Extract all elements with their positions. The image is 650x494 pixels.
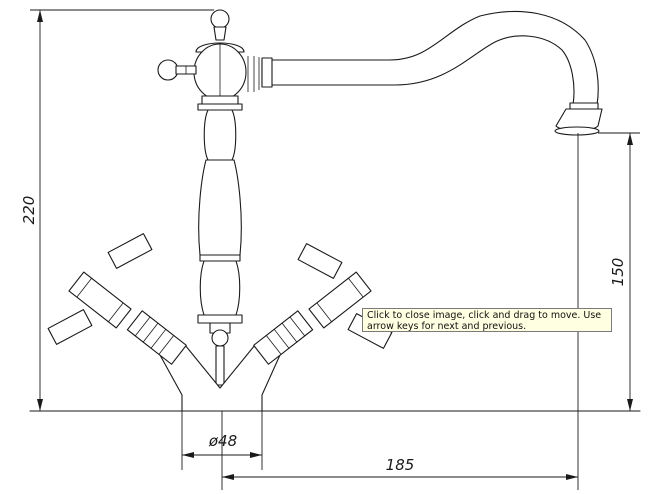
dimension-height-total: 220 bbox=[20, 9, 214, 411]
left-valve bbox=[47, 233, 187, 365]
dimension-label-185: 185 bbox=[386, 456, 415, 474]
dimension-label-220: 220 bbox=[20, 196, 38, 225]
dimension-height-spout: 150 bbox=[598, 132, 640, 411]
dimension-label-diameter: ø48 bbox=[208, 432, 237, 450]
image-viewer-tooltip[interactable]: Click to close image, click and drag to … bbox=[362, 308, 612, 332]
right-valve bbox=[253, 243, 393, 365]
top-handle bbox=[157, 9, 247, 111]
dimension-label-150: 150 bbox=[609, 258, 627, 287]
spout bbox=[247, 10, 603, 136]
base-body bbox=[159, 344, 281, 412]
column bbox=[197, 109, 243, 386]
